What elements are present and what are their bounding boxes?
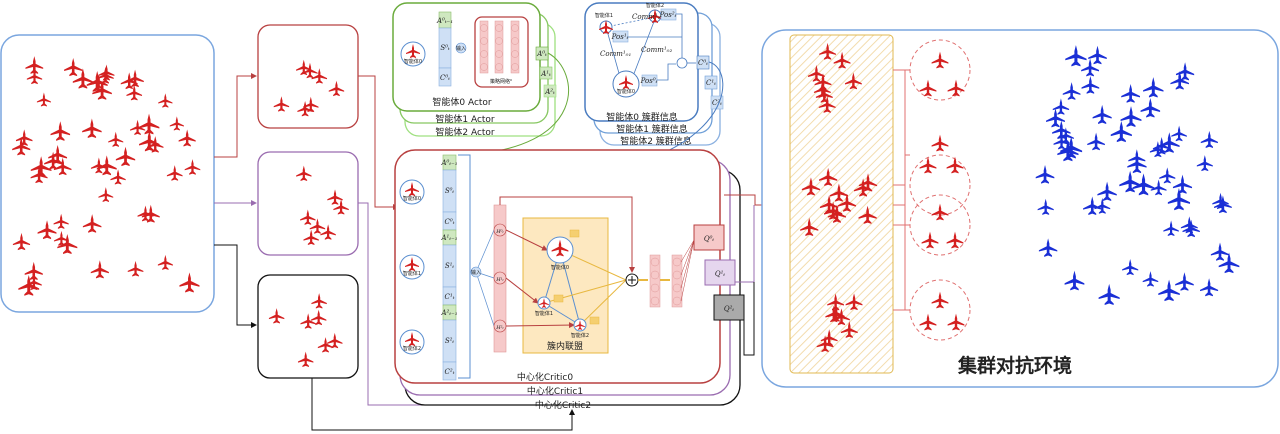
critic-label-1: 中心化Critic1: [527, 385, 583, 397]
critic-obs-1-2: C¹ₜ: [445, 293, 455, 301]
cluster-agent2: 智能体2: [646, 2, 664, 9]
critic-agent-label: 智能体2: [403, 345, 421, 352]
actor-output-1: A¹ₜ: [540, 70, 551, 78]
memory-icon: [569, 229, 580, 238]
coalition-agent-label: 智能体1: [535, 310, 553, 317]
critic-obs-1-0: A¹ₜ₋₁: [440, 234, 457, 242]
q2-label: Q²ₜ: [724, 305, 735, 313]
memory-icon: [589, 316, 600, 325]
q-value-2: [713, 294, 745, 321]
cluster-agent1: 智能体1: [595, 12, 613, 19]
arrow-to-group-2: [214, 244, 257, 328]
critic-agent-label: 智能体0: [403, 195, 421, 202]
arrow-group0-critic: [358, 75, 399, 210]
critic-obs-0-1: S⁰ₜ: [445, 187, 455, 195]
actor-input-label: 输入: [456, 45, 466, 52]
critic-obs-1-1: S¹ₜ: [445, 262, 455, 270]
pos0: Pos⁰ₜ: [640, 77, 658, 85]
arrow-to-group-0: [214, 73, 257, 158]
actor-label-0: 智能体0 Actor: [432, 96, 492, 108]
environment-planes: [800, 39, 1240, 353]
pos1: Pos¹ₜ: [611, 33, 629, 41]
coalition-label: 簇内联盟: [547, 340, 583, 352]
critic-input-label: 输入: [471, 269, 481, 276]
actor-output-2: A²ₜ: [544, 88, 555, 96]
actor-s: S⁰ₜ: [440, 44, 450, 52]
q-value-0: [693, 224, 725, 251]
environment-title: 集群对抗环境: [957, 354, 1072, 377]
actor-output-0: A⁰ₜ: [536, 50, 547, 58]
coalition-agent-label: 智能体0: [551, 264, 569, 271]
pos2: Pos²ₜ: [659, 11, 677, 19]
coalition-agent-label: 智能体2: [571, 332, 589, 339]
actor-label-2: 智能体2 Actor: [435, 126, 495, 138]
policy-net-label: 策略网络⁰: [490, 78, 512, 85]
memory-icon: [553, 294, 564, 303]
actor-agent-label: 智能体0: [404, 58, 422, 65]
arrow-group2-critic: [311, 378, 575, 431]
coalition-graph: 智能体0 智能体1 智能体2: [505, 229, 627, 339]
group-box-1: [257, 151, 359, 256]
cluster-output-2: C²ₜ: [712, 99, 722, 107]
comm01: Comm¹₀₁: [600, 50, 631, 58]
hidden-2: H²ₜ: [495, 325, 504, 331]
cluster-output-0: C⁰ₜ: [698, 59, 708, 67]
actor-label-1: 智能体1 Actor: [435, 113, 495, 125]
critic-label-2: 中心化Critic2: [535, 399, 591, 411]
critic-agent-label: 智能体1: [403, 270, 421, 277]
actor-c: C⁰ₜ: [440, 74, 450, 82]
policy-net-layers: [479, 20, 520, 74]
engagement-circle: [909, 154, 971, 216]
critic-obs-0-2: C⁰ₜ: [445, 218, 455, 226]
hidden-1: H¹ₜ: [495, 277, 504, 283]
cluster-label-2: 智能体2 簇群信息: [620, 135, 692, 147]
actor-a-prev: A⁰ₜ₋₁: [436, 17, 453, 25]
critic-obs-2-2: C²ₜ: [445, 368, 455, 376]
comm02: Comm¹₀₂: [641, 46, 672, 54]
critic-obs-2-1: S²ₜ: [445, 337, 455, 345]
critic-label-0: 中心化Critic0: [517, 371, 573, 383]
comm12: Comm¹₁₂: [632, 13, 663, 21]
critic-mlp: [638, 239, 695, 308]
cluster-output-1: C¹ₜ: [706, 79, 716, 87]
q-value-1: [704, 259, 736, 286]
hidden-0: H⁰ₜ: [495, 229, 504, 235]
cluster-label-0: 智能体0 簇群信息: [606, 111, 678, 123]
cluster-agent0: 智能体0: [617, 88, 635, 95]
critic-obs-0-0: A⁰ₜ₋₁: [440, 159, 457, 167]
q0-label: Q⁰ₜ: [704, 235, 715, 243]
critic-obs-2-0: A²ₜ₋₁: [440, 309, 457, 317]
cluster-label-1: 智能体1 簇群信息: [616, 123, 688, 135]
q1-label: Q¹ₜ: [715, 270, 726, 278]
